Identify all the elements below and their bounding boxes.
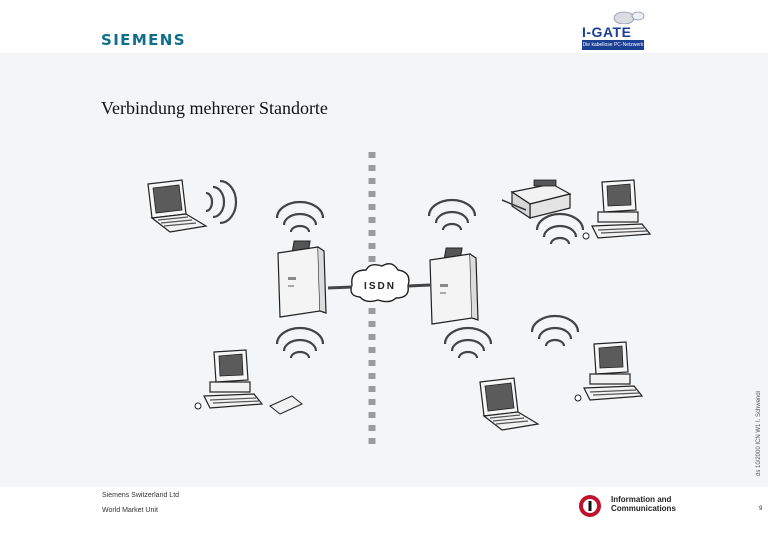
- ic-division-name: Information and Communications: [611, 495, 676, 513]
- mouse-pad-icon: [270, 396, 302, 414]
- router-icon: [430, 248, 478, 324]
- information-communications-logo-icon: [578, 494, 602, 518]
- wireless-signal-icon: [206, 181, 236, 223]
- wireless-signal-icon: [537, 214, 583, 244]
- business-unit: World Market Unit: [102, 507, 158, 514]
- isdn-cloud-icon: ISDN: [328, 264, 430, 302]
- laptop-icon: [480, 378, 538, 430]
- document-reference: ds 10/2000 ICN W1 I. Schwendi: [756, 391, 762, 476]
- wireless-signal-icon: [532, 316, 578, 346]
- wireless-signal-icon: [445, 328, 491, 358]
- slide-title: Verbindung mehrerer Standorte: [101, 98, 328, 119]
- desktop-pc-icon: [195, 350, 262, 409]
- wireless-signal-icon: [277, 328, 323, 358]
- wireless-signal-icon: [277, 202, 323, 232]
- page-number: 9: [759, 506, 762, 512]
- desktop-pc-icon: [583, 180, 650, 239]
- ic-line-2: Communications: [611, 504, 676, 513]
- ic-line-1: Information and: [611, 495, 676, 504]
- printer-icon: [502, 180, 570, 218]
- router-icon: [278, 241, 326, 317]
- wireless-signal-icon: [429, 200, 475, 230]
- company-name: Siemens Switzerland Ltd: [102, 492, 179, 499]
- laptop-icon: [148, 180, 206, 232]
- desktop-pc-icon: [575, 342, 642, 401]
- isdn-label: ISDN: [364, 281, 396, 292]
